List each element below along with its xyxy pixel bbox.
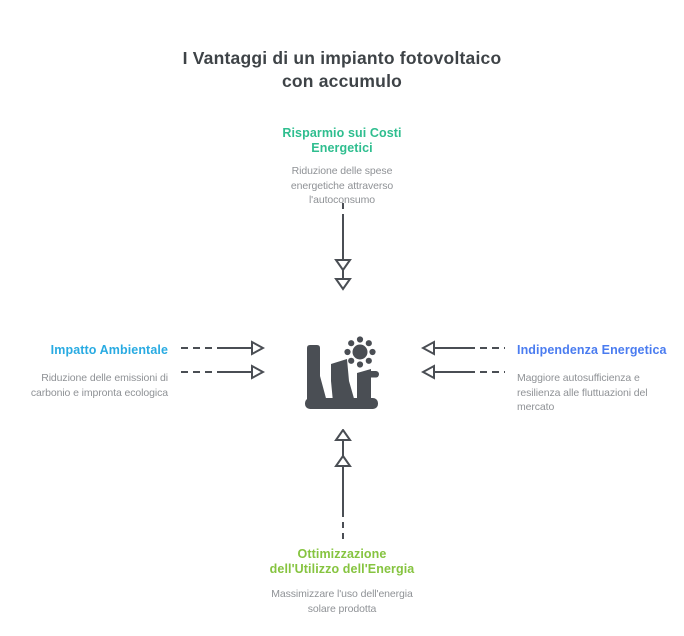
arrows-left-to-center — [181, 340, 265, 380]
node-ottimizzazione-energia: Ottimizzazione dell'Utilizzo dell'Energi… — [242, 547, 442, 616]
node-risparmio-costi: Risparmio sui Costi Energetici Riduzione… — [242, 126, 442, 208]
node-top-heading: Risparmio sui Costi Energetici — [242, 126, 442, 156]
node-top-heading-line-2: Energetici — [311, 141, 373, 155]
node-top-description: Riduzione delle spese energetiche attrav… — [290, 165, 394, 206]
arrow-bottom-up — [334, 429, 352, 539]
node-right-heading: Indipendenza Energetica — [517, 343, 667, 357]
power-plant-with-sun-icon — [305, 336, 379, 409]
title-line-2: con accumulo — [281, 71, 403, 91]
node-right-description: Maggiore autosufficienza e resilienza al… — [517, 372, 648, 413]
node-bottom-description: Massimizzare l'uso dell'energia solare p… — [271, 588, 413, 615]
page-title: I Vantaggi di un impianto fotovoltaico c… — [0, 47, 684, 93]
node-left-heading: Impatto Ambientale — [50, 343, 168, 357]
node-top-heading-line-1: Risparmio sui Costi — [282, 126, 402, 140]
arrows-right-to-center — [421, 340, 505, 380]
arrow-top-down — [334, 203, 352, 291]
node-bottom-heading: Ottimizzazione dell'Utilizzo dell'Energi… — [269, 547, 415, 576]
node-indipendenza-energetica: Indipendenza Energetica Maggiore autosuf… — [517, 343, 679, 415]
title-line-1: I Vantaggi di un impianto fotovoltaico — [182, 48, 502, 68]
node-impatto-ambientale: Impatto Ambientale Riduzione delle emiss… — [8, 343, 168, 400]
node-left-description: Riduzione delle emissioni di carbonio e … — [30, 372, 168, 399]
